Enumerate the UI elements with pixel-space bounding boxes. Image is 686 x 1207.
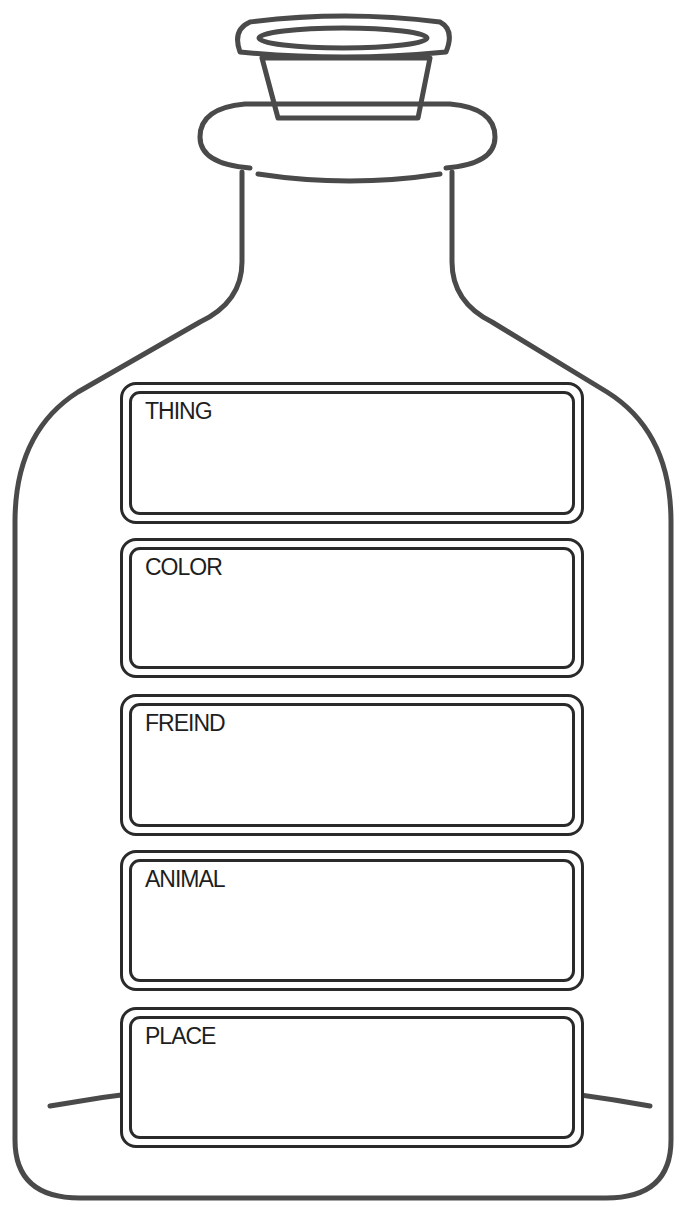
box-label: COLOR bbox=[145, 555, 222, 580]
answer-box: THING bbox=[120, 382, 584, 524]
answer-box: ANIMAL bbox=[120, 850, 584, 991]
answer-box: COLOR bbox=[120, 538, 584, 678]
answer-box: FREIND bbox=[120, 694, 584, 836]
box-label: THING bbox=[145, 399, 212, 424]
box-label: PLACE bbox=[145, 1024, 215, 1049]
box-label: ANIMAL bbox=[145, 867, 225, 892]
answer-box: PLACE bbox=[120, 1007, 584, 1148]
box-label: FREIND bbox=[145, 711, 225, 736]
